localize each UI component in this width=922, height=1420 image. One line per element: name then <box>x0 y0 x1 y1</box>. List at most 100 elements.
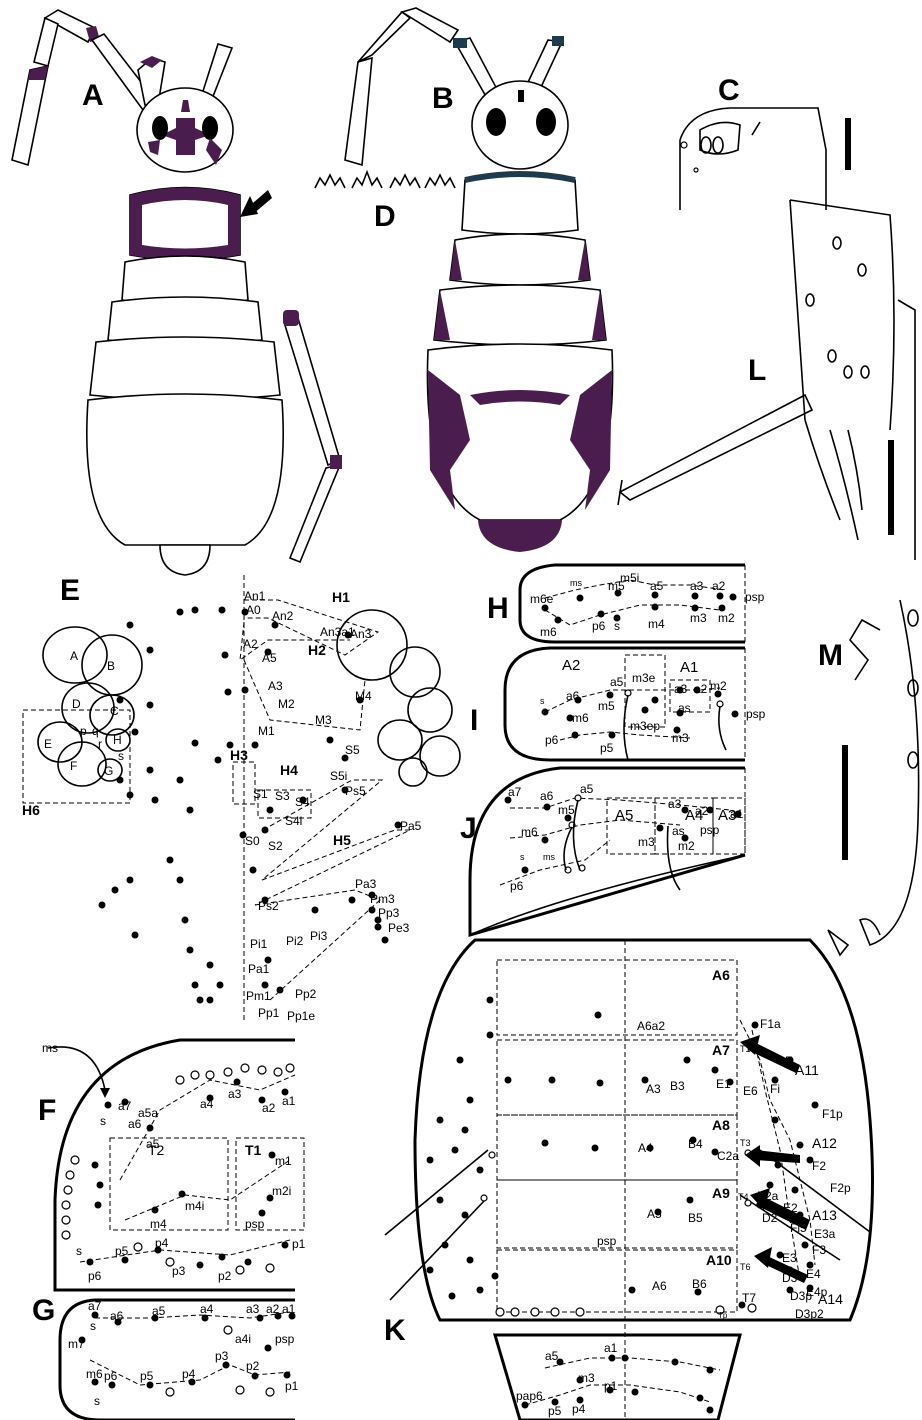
svg-text:m5: m5 <box>598 699 615 713</box>
svg-text:G: G <box>104 764 113 778</box>
panel-k-chaetotaxy: A6 A7 A8 A9 A10 A11 A12 A13 A14 F1a A6a2… <box>385 940 873 1420</box>
svg-text:T7: T7 <box>742 1291 756 1305</box>
panel-i-labels: A2 A1 m3e a6 a5 a3 a2 m2 s m6 m5 as psp … <box>540 657 766 755</box>
svg-text:Pp3: Pp3 <box>378 906 400 920</box>
svg-text:A6a2: A6a2 <box>637 1019 665 1033</box>
svg-text:m6: m6 <box>86 1367 103 1381</box>
svg-text:B3: B3 <box>670 1079 685 1093</box>
svg-text:psp: psp <box>700 823 720 837</box>
svg-text:m4: m4 <box>150 1217 167 1231</box>
plate-label-e: E <box>60 574 80 607</box>
svg-text:A3: A3 <box>646 1082 661 1096</box>
svg-text:p1: p1 <box>285 1379 299 1393</box>
svg-text:as: as <box>672 824 685 838</box>
svg-text:A2: A2 <box>243 637 258 651</box>
svg-text:Ps5: Ps5 <box>345 784 366 798</box>
svg-text:psp: psp <box>746 707 766 721</box>
svg-text:a3: a3 <box>668 797 682 811</box>
svg-text:a7: a7 <box>508 785 522 799</box>
svg-text:p6: p6 <box>510 879 524 893</box>
svg-text:p5: p5 <box>548 1404 562 1418</box>
svg-text:Pp1e: Pp1e <box>287 1009 315 1023</box>
svg-text:m4i: m4i <box>185 1199 204 1213</box>
svg-text:Pa3: Pa3 <box>355 877 377 891</box>
svg-text:B6: B6 <box>692 1277 707 1291</box>
svg-text:p5: p5 <box>115 1244 129 1258</box>
plate-label-k: K <box>384 1314 406 1347</box>
svg-text:A4: A4 <box>638 1141 653 1155</box>
svg-text:D: D <box>72 697 81 711</box>
panel-f-chaetotaxy: ms T1 T2 a7 s a6 a5a a5 a4 a3 a2 a1 m1 m… <box>42 1040 306 1290</box>
svg-text:A6: A6 <box>712 967 730 983</box>
svg-text:E2a: E2a <box>757 1189 779 1203</box>
svg-text:A5: A5 <box>647 1207 662 1221</box>
svg-text:p5: p5 <box>600 741 614 755</box>
svg-text:s: s <box>540 696 545 706</box>
svg-text:Fi5: Fi5 <box>790 1221 807 1235</box>
svg-text:a2: a2 <box>694 682 708 696</box>
svg-text:m4: m4 <box>648 617 665 631</box>
panel-c-detail <box>680 108 851 210</box>
svg-text:Pe3: Pe3 <box>388 921 410 935</box>
svg-text:E: E <box>44 737 52 751</box>
svg-text:m2i: m2i <box>272 1184 291 1198</box>
svg-text:as: as <box>678 701 691 715</box>
svg-text:H5: H5 <box>333 832 351 848</box>
svg-text:psp: psp <box>745 590 765 604</box>
svg-text:Pa1: Pa1 <box>248 962 270 976</box>
svg-text:p4: p4 <box>182 1367 196 1381</box>
svg-text:A12: A12 <box>812 1135 837 1151</box>
svg-text:s: s <box>118 749 124 763</box>
svg-text:m6: m6 <box>521 825 538 839</box>
svg-text:F: F <box>785 1054 792 1068</box>
panel-k-subpanel <box>495 1335 740 1420</box>
plate-label-m: M <box>818 639 843 672</box>
svg-text:An2: An2 <box>272 609 294 623</box>
svg-text:ms: ms <box>570 578 582 588</box>
svg-text:s: s <box>94 1394 100 1408</box>
plate-label-f: F <box>38 1094 56 1127</box>
svg-text:m3e: m3e <box>632 671 656 685</box>
svg-text:m6: m6 <box>572 711 589 725</box>
svg-text:p3: p3 <box>172 1264 186 1278</box>
svg-text:T1: T1 <box>740 1044 751 1054</box>
svg-text:Pi3: Pi3 <box>310 929 328 943</box>
svg-text:Fi: Fi <box>770 1082 780 1096</box>
svg-text:S0: S0 <box>245 834 260 848</box>
svg-text:A3: A3 <box>268 679 283 693</box>
svg-text:F2: F2 <box>812 1159 826 1173</box>
panel-a-leg <box>284 318 340 465</box>
svg-text:a5: a5 <box>650 579 664 593</box>
panel-d-detail <box>315 172 455 188</box>
plate-label-l: L <box>748 354 766 387</box>
panel-h-labels: ms m5i m5 a5 a3 a2 psp m6e m6 p6 s m4 m3… <box>530 571 765 639</box>
panel-b-thorax-1 <box>462 174 578 234</box>
svg-text:Tp: Tp <box>718 1311 728 1320</box>
svg-text:a5: a5 <box>610 675 624 689</box>
svg-text:Ps2: Ps2 <box>258 899 279 913</box>
plate-label-i: I <box>470 704 478 737</box>
svg-text:m3: m3 <box>578 1371 595 1385</box>
panel-h-chaetotaxy: ms m5i m5 a5 a3 a2 psp m6e m6 p6 s m4 m3… <box>520 565 765 642</box>
svg-text:A3: A3 <box>718 807 736 824</box>
svg-text:a4: a4 <box>200 1302 214 1316</box>
svg-text:E6: E6 <box>743 1084 758 1098</box>
svg-text:A5: A5 <box>615 807 633 824</box>
svg-text:a4i: a4i <box>235 1332 251 1346</box>
svg-text:E4: E4 <box>806 1267 821 1281</box>
svg-text:T1: T1 <box>245 1142 262 1158</box>
svg-text:a5: a5 <box>545 1349 559 1363</box>
panel-k-subpanel-labels: a5 a1 m3 p1 pap6 p5 p4 <box>516 1341 618 1418</box>
svg-text:A5: A5 <box>262 651 277 665</box>
svg-text:a5: a5 <box>152 1304 166 1318</box>
svg-text:a1: a1 <box>282 1094 296 1108</box>
svg-text:T6: T6 <box>740 1262 751 1272</box>
svg-text:An3: An3 <box>350 627 372 641</box>
svg-text:m3ep: m3ep <box>630 719 660 733</box>
svg-text:B5: B5 <box>688 1211 703 1225</box>
svg-text:A1: A1 <box>680 659 698 676</box>
svg-text:M3: M3 <box>315 713 332 727</box>
svg-text:A2: A2 <box>562 657 580 674</box>
svg-text:m3: m3 <box>638 835 655 849</box>
